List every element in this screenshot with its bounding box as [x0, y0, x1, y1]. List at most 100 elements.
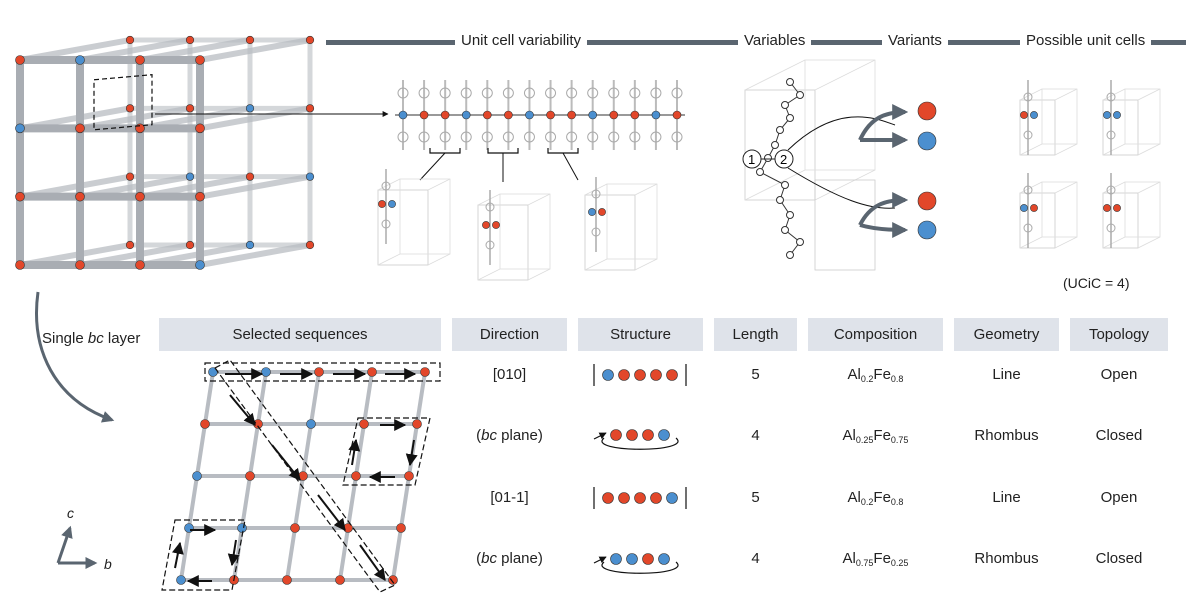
- layer-atom: [396, 523, 406, 533]
- cell-front: [744, 89, 816, 201]
- structure-atom-fe: [666, 369, 678, 381]
- mini-atom: [1030, 111, 1038, 119]
- cell-edge: [1054, 236, 1078, 249]
- row-3-geometry: Rhombus: [974, 550, 1039, 567]
- chain-atom: [609, 110, 619, 120]
- chain-ring: [608, 131, 620, 143]
- linker-chain: [155, 80, 685, 182]
- row-1-topology: Closed: [1095, 427, 1143, 444]
- mini-ring: [1106, 185, 1116, 195]
- depth-bar: [199, 37, 311, 63]
- mini-atom: [1113, 204, 1121, 212]
- mini-atom: [1113, 111, 1121, 119]
- back-node-atom: [305, 35, 315, 45]
- structure-atom-al: [658, 553, 670, 565]
- rhombus-arrow: [171, 541, 184, 569]
- cell-edge: [634, 258, 658, 271]
- mol-atom: [764, 154, 772, 162]
- axis-c-arrow: [56, 525, 73, 564]
- th-geometry: Geometry: [954, 318, 1059, 351]
- row-0-direction: [010]: [492, 366, 527, 383]
- arrows-and-axes: [35, 291, 115, 569]
- chain-ring: [545, 87, 557, 99]
- row-0-composition: Al0.2Fe0.8: [847, 366, 904, 384]
- row-3-length: 4: [751, 550, 760, 567]
- bc-layer-grid: [161, 359, 441, 593]
- mol-atom: [786, 114, 794, 122]
- mol-atom: [771, 141, 779, 149]
- seq-box-rhombus-1: [342, 417, 431, 486]
- mol-atom: [796, 91, 804, 99]
- cell-edge: [477, 268, 501, 281]
- front-node-atom: [15, 123, 25, 134]
- chain-ring: [481, 131, 493, 143]
- cell-front: [1102, 192, 1139, 249]
- layer-atom: [245, 471, 255, 481]
- chain-ring: [523, 87, 535, 99]
- chain-ring: [608, 87, 620, 99]
- back-node-atom: [125, 35, 135, 45]
- variant-arrow: [859, 221, 909, 238]
- structure-loop: [601, 437, 679, 450]
- chain-ring: [523, 131, 535, 143]
- single-bc-layer-label: Single bc layer: [42, 330, 141, 347]
- header-variants: Variants: [882, 32, 948, 49]
- chain-ring: [629, 131, 641, 143]
- row-1-geometry: Rhombus: [974, 427, 1039, 444]
- row-0-topology: Open: [1100, 366, 1138, 383]
- selection-box: [93, 74, 153, 131]
- chain-ring: [545, 131, 557, 143]
- chain-ring: [460, 131, 472, 143]
- layer-atom: [184, 523, 194, 533]
- mini-ring: [485, 240, 495, 250]
- structure-atom-fe: [602, 492, 614, 504]
- structure-atom-fe: [634, 492, 646, 504]
- mini-ring: [591, 227, 601, 237]
- structure-atom-fe: [650, 369, 662, 381]
- th-length: Length: [714, 318, 797, 351]
- chain-atom: [525, 110, 534, 120]
- structure-atom-al: [602, 369, 614, 381]
- structure-loop-arrow: [593, 556, 607, 564]
- back-node-atom: [305, 104, 315, 113]
- cell-edge: [584, 258, 608, 271]
- row-2-topology: Open: [1100, 489, 1138, 506]
- mini-atom: [588, 208, 596, 216]
- structure-loop: [601, 561, 679, 574]
- chain-atom: [672, 110, 682, 120]
- chain-ring: [397, 87, 409, 99]
- cell-front: [477, 204, 529, 281]
- mini-atom: [598, 208, 606, 216]
- cell-back: [1041, 88, 1078, 145]
- variant-arrow: [858, 192, 909, 226]
- depth-bar: [199, 242, 311, 268]
- variant-al-atom: [917, 131, 937, 151]
- chain-atom: [567, 110, 576, 120]
- chain-ring: [418, 87, 430, 99]
- row-2-direction: [01-1]: [490, 489, 529, 506]
- layer-atom: [306, 419, 316, 429]
- header-possible-unit-cells: Possible unit cells: [1020, 32, 1152, 49]
- cell-front: [1019, 99, 1056, 156]
- structure-atom-al: [610, 553, 622, 565]
- back-node-atom: [125, 172, 135, 181]
- front-node-atom: [75, 55, 85, 65]
- variant-arrow: [858, 104, 909, 141]
- bracket-pointer: [419, 152, 446, 181]
- row-2-length: 5: [751, 489, 760, 506]
- mini-ring: [1023, 130, 1033, 140]
- row-0-length: 5: [751, 366, 760, 383]
- axis-b-label: b: [104, 556, 112, 572]
- cell-edge: [377, 253, 401, 266]
- mini-ring: [1106, 223, 1116, 233]
- mol-atom: [776, 126, 784, 134]
- bracket: [547, 148, 579, 154]
- chain-atom: [440, 110, 450, 120]
- chain-ring: [650, 87, 662, 99]
- cell-front: [377, 189, 429, 266]
- layer-atom: [200, 419, 210, 429]
- cell-edge: [1137, 236, 1161, 249]
- back-node-atom: [125, 104, 135, 113]
- back-node-atom: [185, 104, 195, 113]
